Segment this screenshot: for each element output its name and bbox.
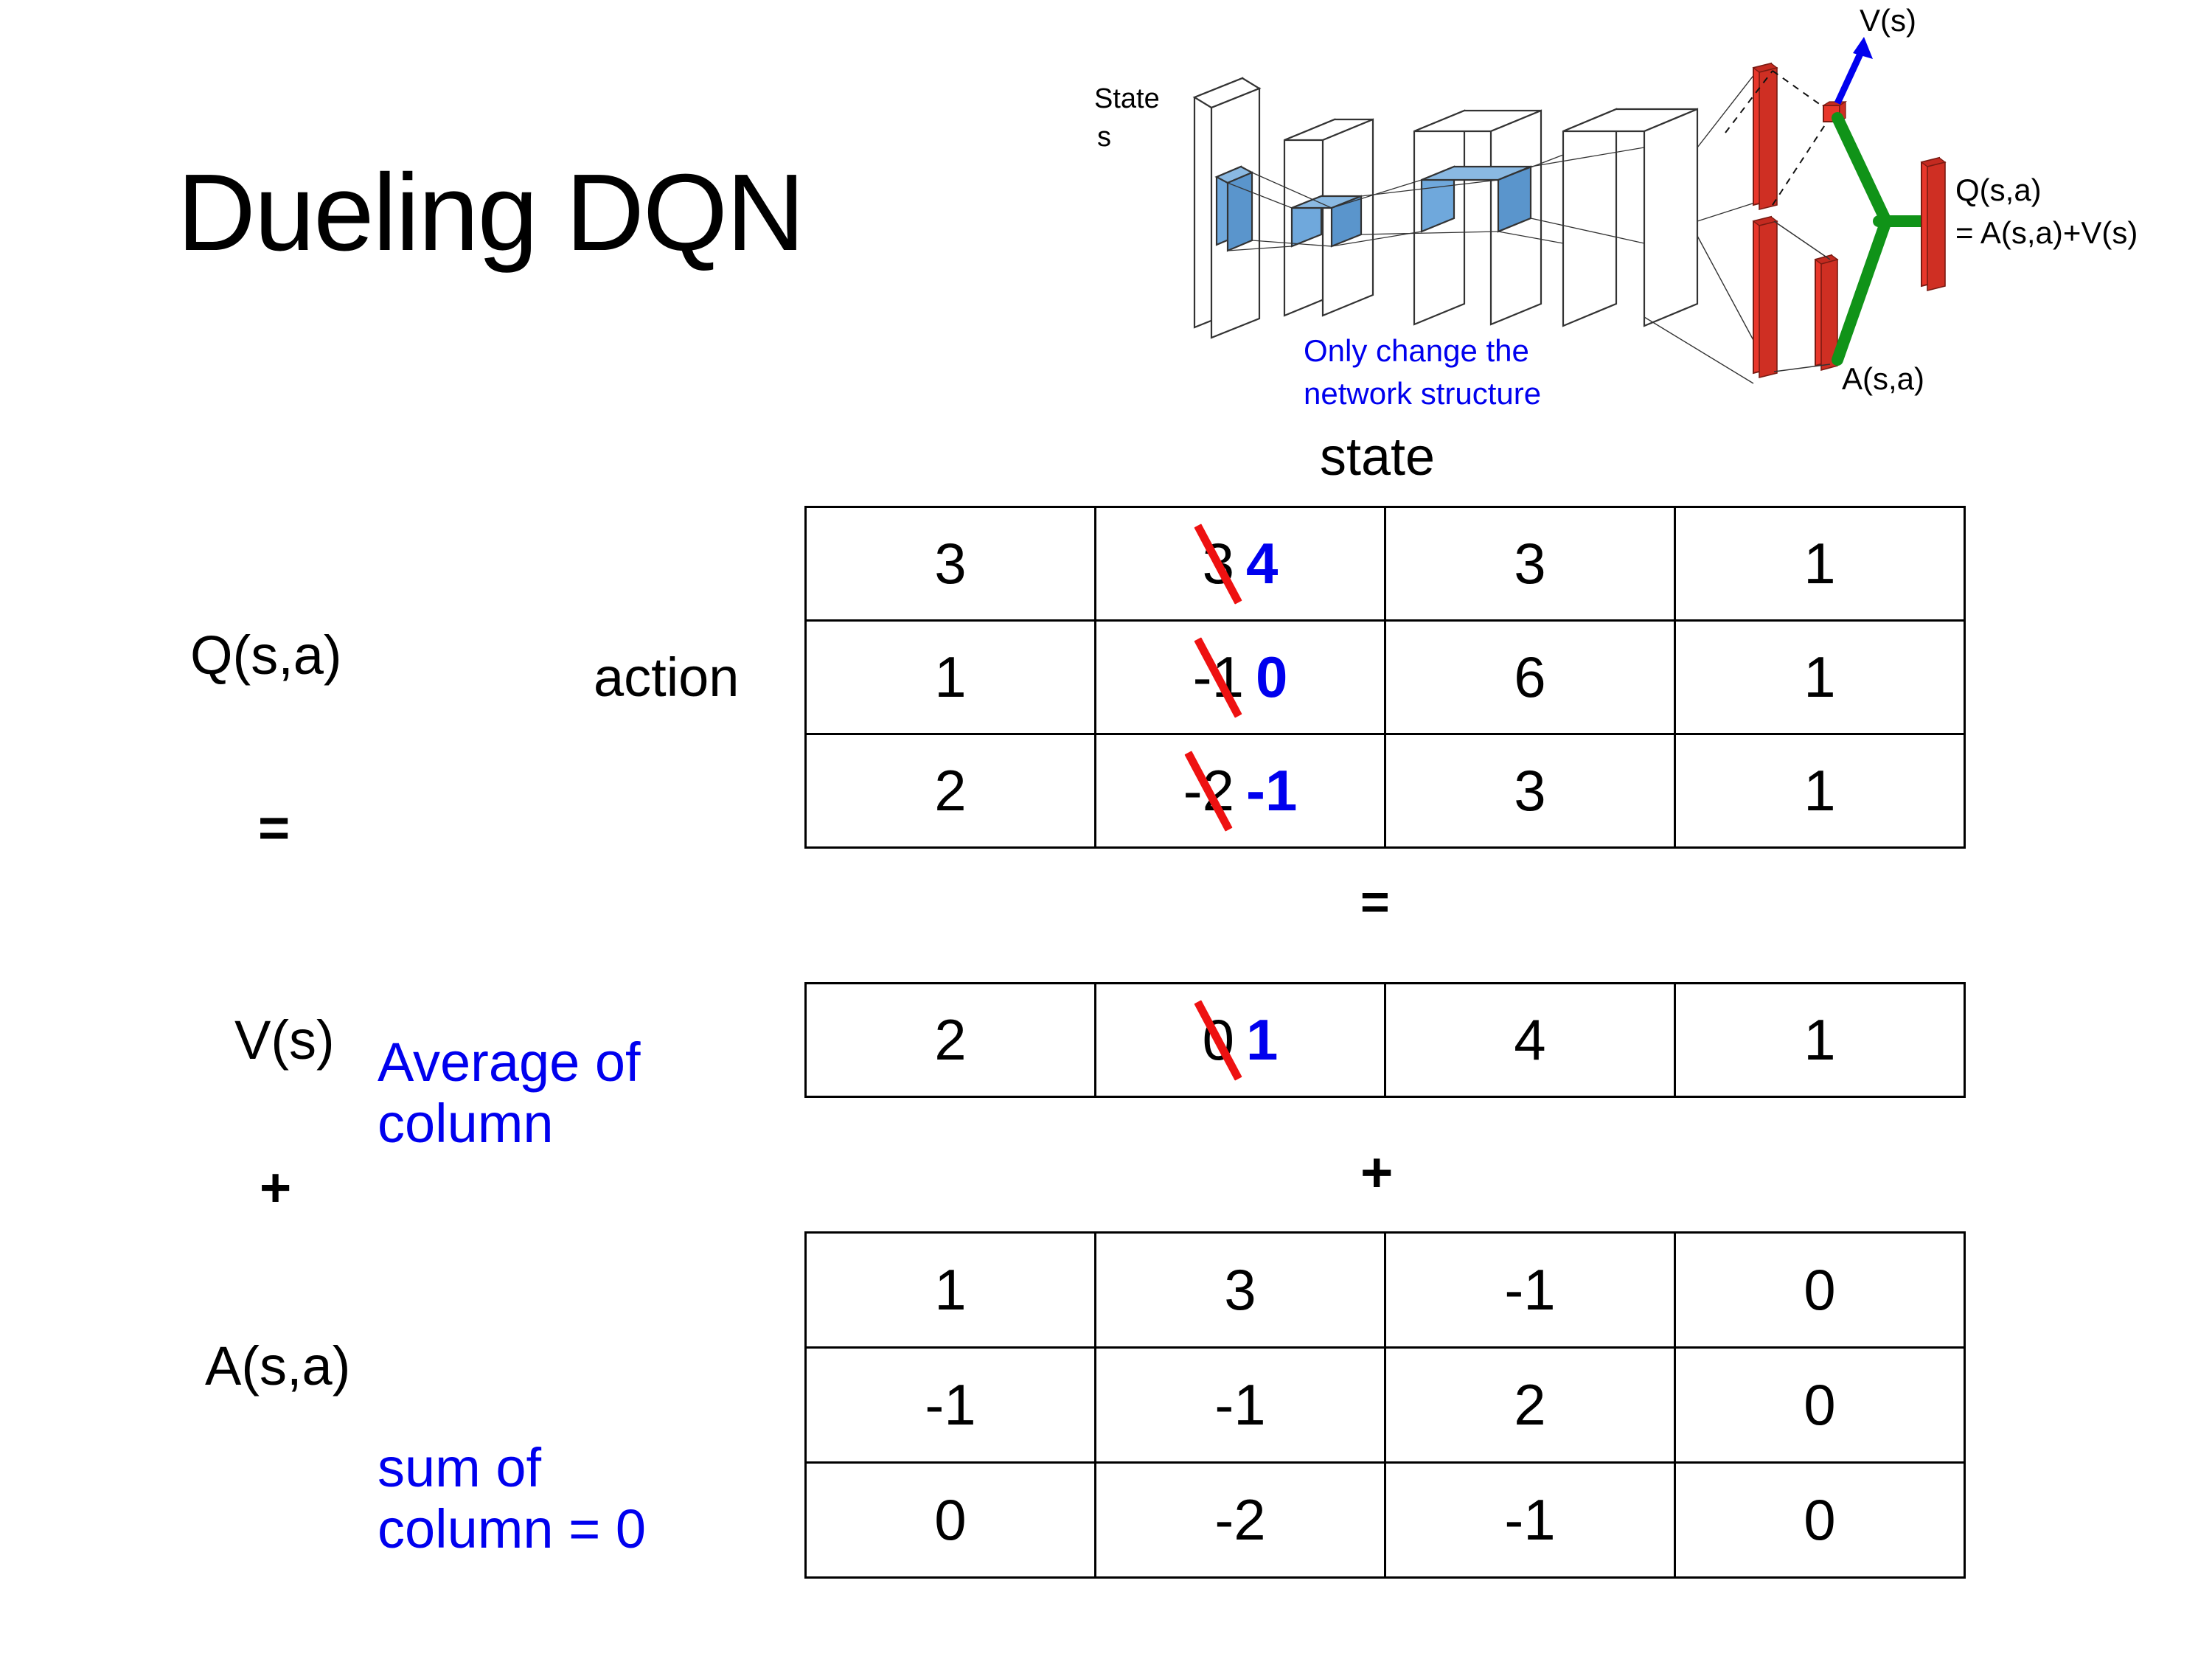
state-sub-text: s: [1097, 122, 1111, 153]
table-cell: 1: [1674, 619, 1966, 735]
table-cell: 3: [1384, 506, 1676, 622]
diagram-note-line2: network structure: [1304, 376, 1541, 411]
table-cell: -1: [804, 1346, 1096, 1464]
table-cell: 2: [804, 982, 1096, 1098]
table-cell: 3: [1094, 1231, 1386, 1349]
v-arrow: [1834, 37, 1873, 105]
table-cell: 3: [804, 506, 1096, 622]
struck-old-value: 3: [1194, 523, 1242, 605]
table-cell: 0: [804, 1461, 1096, 1579]
table-cell: -2: [1094, 1461, 1386, 1579]
diagram-v-label: V(s): [1860, 3, 1916, 38]
table-cell: 3: [1384, 733, 1676, 849]
table-cell: -2-1: [1094, 733, 1386, 849]
equals-sign-left: =: [258, 797, 291, 858]
diagram-q-label-1: Q(s,a): [1955, 173, 2042, 207]
table-cell: 1: [1674, 982, 1966, 1098]
table-cell: -1: [1384, 1461, 1676, 1579]
corrected-new-value: 4: [1246, 531, 1279, 596]
edited-cell: -2-1: [1183, 750, 1298, 832]
table-cell: 6: [1384, 619, 1676, 735]
page-title: Dueling DQN: [177, 152, 805, 274]
table-cell: 1: [1674, 733, 1966, 849]
state-axis-label: state: [1320, 428, 1436, 487]
plus-sign-middle: +: [1360, 1141, 1394, 1204]
struck-old-value: -2: [1183, 750, 1234, 832]
q-function-label: Q(s,a): [190, 625, 342, 686]
table-cell: -1: [1384, 1231, 1676, 1349]
table-cell: 1: [804, 1231, 1096, 1349]
struck-old-value: -1: [1193, 636, 1244, 718]
diagram-q-label-2: = A(s,a)+V(s): [1955, 215, 2138, 250]
corrected-new-value: 0: [1255, 644, 1288, 709]
table-cell: 0: [1674, 1461, 1966, 1579]
strikethrough-mark: [1194, 523, 1242, 605]
dueling-network-diagram: State s V(s) A(s,a) Q(s,a) = A(s,a)+V(s)…: [1091, 0, 2212, 413]
strikethrough-mark: [1194, 636, 1242, 718]
table-cell: -1: [1094, 1346, 1386, 1464]
state-label-text: State: [1094, 83, 1160, 114]
sum-of-column-note: sum of column = 0: [378, 1437, 647, 1559]
diagram-a-label: A(s,a): [1842, 361, 1924, 396]
v-function-label: V(s): [234, 1009, 335, 1071]
table-cell: 1: [1674, 506, 1966, 622]
corrected-new-value: 1: [1246, 1007, 1279, 1072]
table-cell: 0: [1674, 1231, 1966, 1349]
struck-old-value: 0: [1194, 999, 1242, 1081]
table-cell: 1: [804, 619, 1096, 735]
strikethrough-mark: [1194, 999, 1242, 1081]
plus-sign-left: +: [260, 1157, 292, 1218]
table-cell: 2: [1384, 1346, 1676, 1464]
action-axis-label: action: [594, 647, 740, 708]
a-function-label: A(s,a): [205, 1335, 351, 1397]
equals-sign-middle: =: [1360, 874, 1390, 930]
table-cell: 0: [1674, 1346, 1966, 1464]
corrected-new-value: -1: [1246, 758, 1298, 823]
table-cell: 4: [1384, 982, 1676, 1098]
table-cell: 2: [804, 733, 1096, 849]
strikethrough-mark: [1184, 750, 1233, 832]
average-of-column-note: Average of column: [378, 1032, 641, 1154]
diagram-note-line1: Only change the: [1304, 333, 1529, 368]
